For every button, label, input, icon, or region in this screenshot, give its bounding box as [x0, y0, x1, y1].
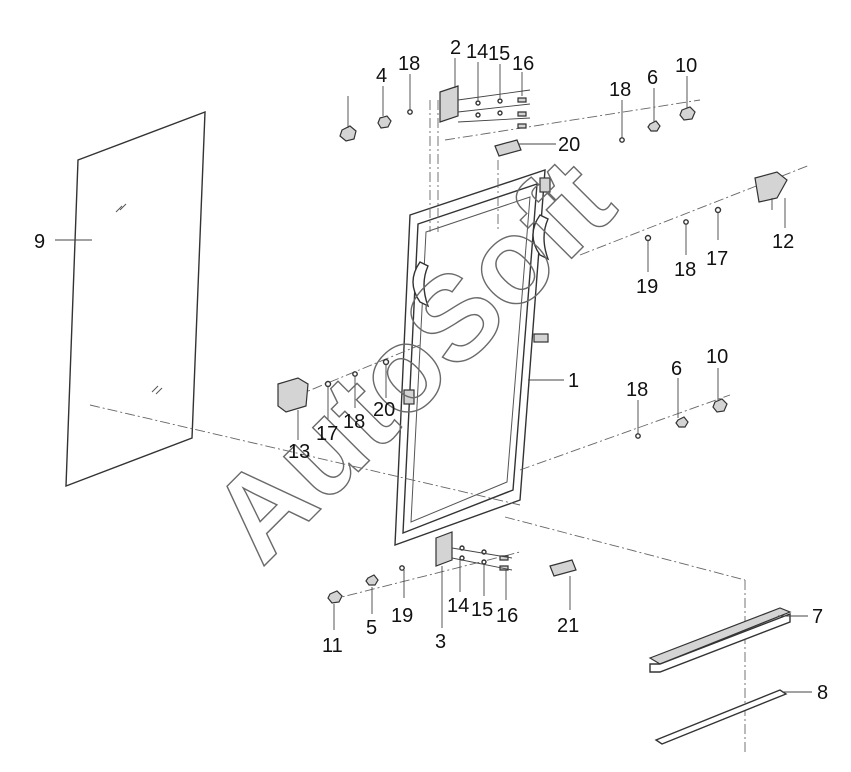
- callout-7: 7: [812, 606, 823, 628]
- callout-9: 9: [34, 231, 45, 253]
- callout-14: 14: [466, 41, 488, 63]
- callout-2: 2: [450, 37, 461, 59]
- callout-18: 19: [391, 605, 413, 627]
- leader-lines: [55, 58, 812, 693]
- callout-19: 20: [373, 399, 395, 421]
- door-frame: [394, 169, 551, 547]
- callout-10: 10: [675, 55, 697, 77]
- callout-20: 20: [558, 134, 580, 156]
- callout-17: 17: [316, 423, 338, 445]
- callout-18: 18: [609, 79, 631, 101]
- callout-15: 15: [488, 43, 510, 65]
- assembly-centerlines: [89, 99, 811, 752]
- callout-18: 18: [398, 53, 420, 75]
- callout-18: 18: [343, 411, 365, 433]
- callout-20: 21: [557, 615, 579, 637]
- callout-17: 17: [706, 248, 728, 270]
- callout-12: 12: [772, 231, 794, 253]
- callout-1: 1: [568, 370, 579, 392]
- callout-15: 15: [471, 599, 493, 621]
- callout-labels: 1 2 3 4 5 6 6 7 8 9 10 10 11 12 13 14 14…: [34, 37, 828, 704]
- top-hinge-assembly: [439, 85, 531, 129]
- callout-16: 16: [512, 53, 534, 75]
- callout-6: 6: [671, 358, 682, 380]
- fasteners: [277, 106, 788, 604]
- bottom-hinge-assembly: [435, 531, 513, 571]
- callout-14: 14: [447, 595, 469, 617]
- callout-11: 11: [322, 635, 343, 657]
- callout-4: 4: [376, 65, 387, 87]
- rails: [648, 607, 792, 745]
- callout-10: 10: [706, 346, 728, 368]
- callout-18: 18: [626, 379, 648, 401]
- glass-panel: [65, 110, 206, 488]
- callout-3: 3: [435, 631, 446, 653]
- callout-13: 13: [288, 441, 310, 463]
- callout-5: 5: [366, 617, 377, 639]
- callout-16: 16: [496, 605, 518, 627]
- callout-19: 19: [636, 276, 658, 298]
- callout-6: 6: [647, 67, 658, 89]
- callout-8: 8: [817, 682, 828, 704]
- callout-18: 18: [674, 259, 696, 281]
